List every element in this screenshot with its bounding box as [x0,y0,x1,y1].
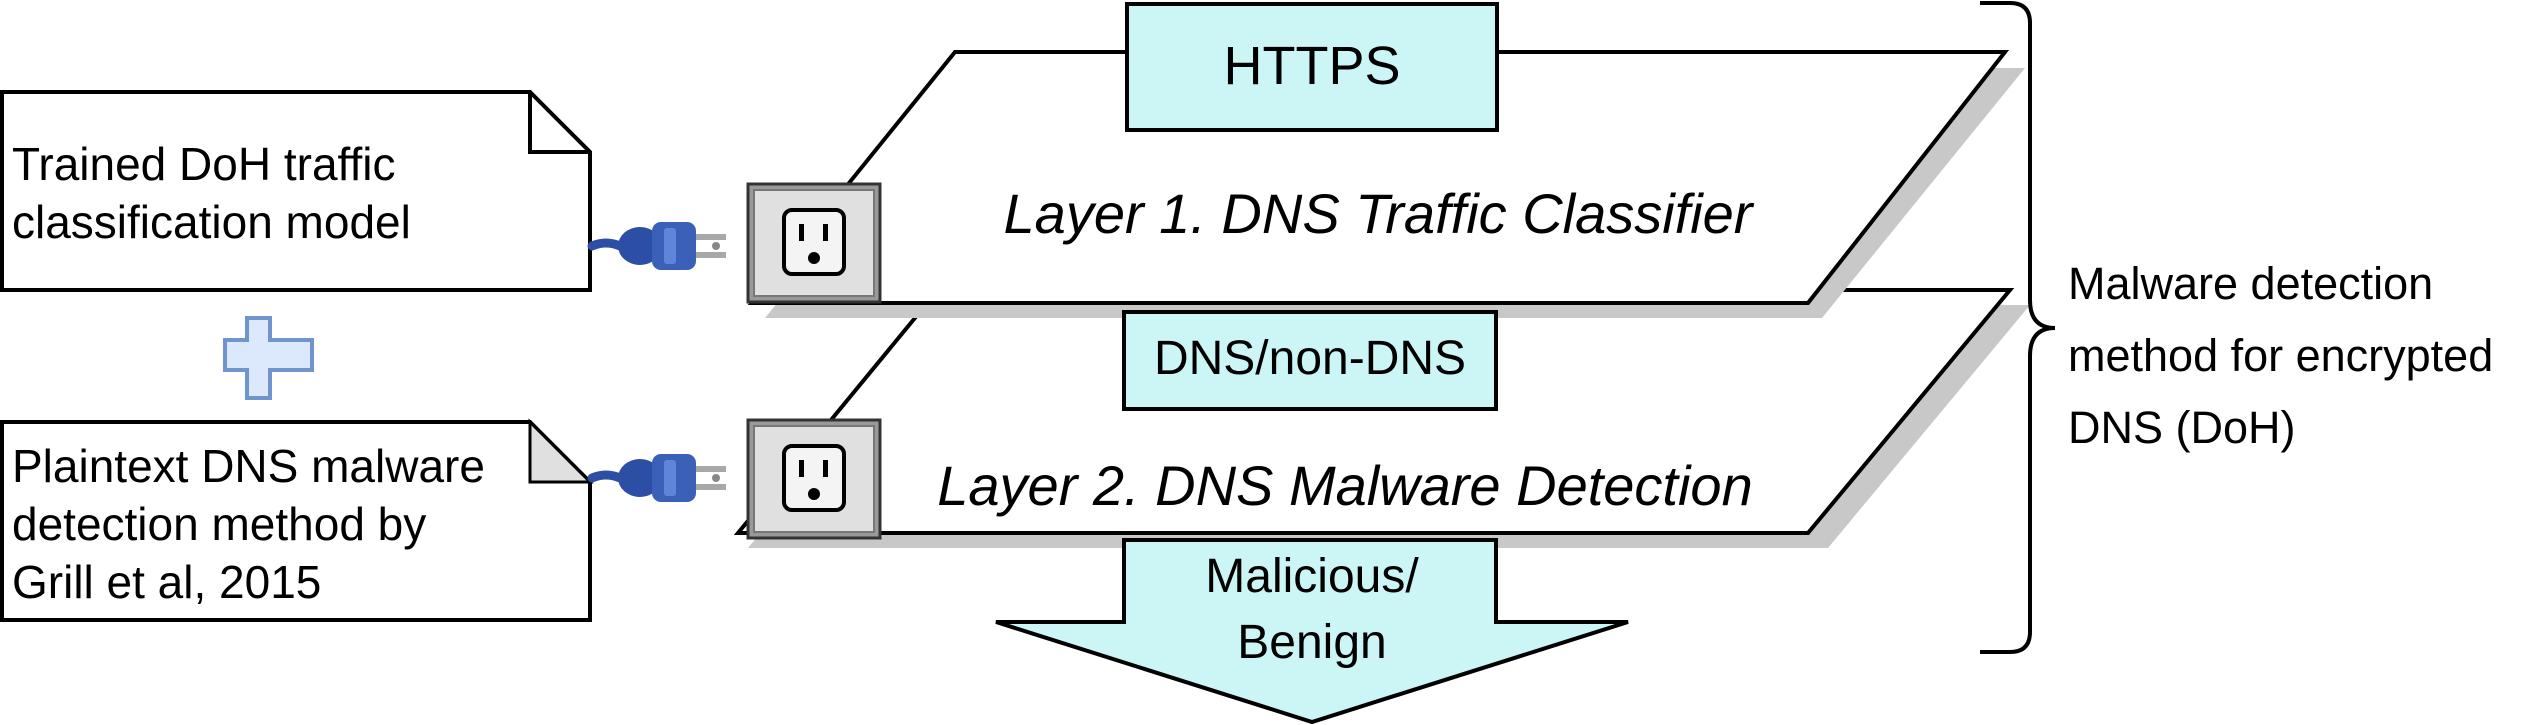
layer1-title: Layer 1. DNS Traffic Classifier [1004,182,1755,245]
bracket-label-line1: Malware detection [2068,258,2433,309]
output-label-line2: Benign [1237,616,1386,669]
power-plug-icon [587,222,726,270]
power-outlet-icon [746,418,882,540]
output-arrow [995,538,1629,725]
bracket-label-line2: method for encrypted [2068,330,2493,381]
plus-icon [223,316,314,400]
model-note: Trained DoH traffic classification model [0,90,592,292]
method-note: Plaintext DNS malware detection method b… [0,418,594,622]
layer2-title: Layer 2. DNS Malware Detection [937,454,1752,517]
bracket-label-line3: DNS (DoH) [2068,402,2296,453]
right-curly-bracket [1980,1,2056,654]
method-note-line1: Plaintext DNS malware [12,440,485,492]
dns-split-label: DNS/non-DNS [1154,332,1466,385]
https-label: HTTPS [1223,36,1400,96]
method-note-line2: detection method by [12,498,426,550]
power-outlet-icon [746,182,882,304]
method-note-line3: Grill et al, 2015 [12,556,321,608]
output-label-line1: Malicious/ [1205,550,1419,603]
https-box [1125,2,1499,132]
power-plug-icon [587,454,726,502]
dns-split-box [1122,310,1498,411]
model-note-line1: Trained DoH traffic [12,138,395,190]
model-note-line2: classification model [12,196,411,248]
